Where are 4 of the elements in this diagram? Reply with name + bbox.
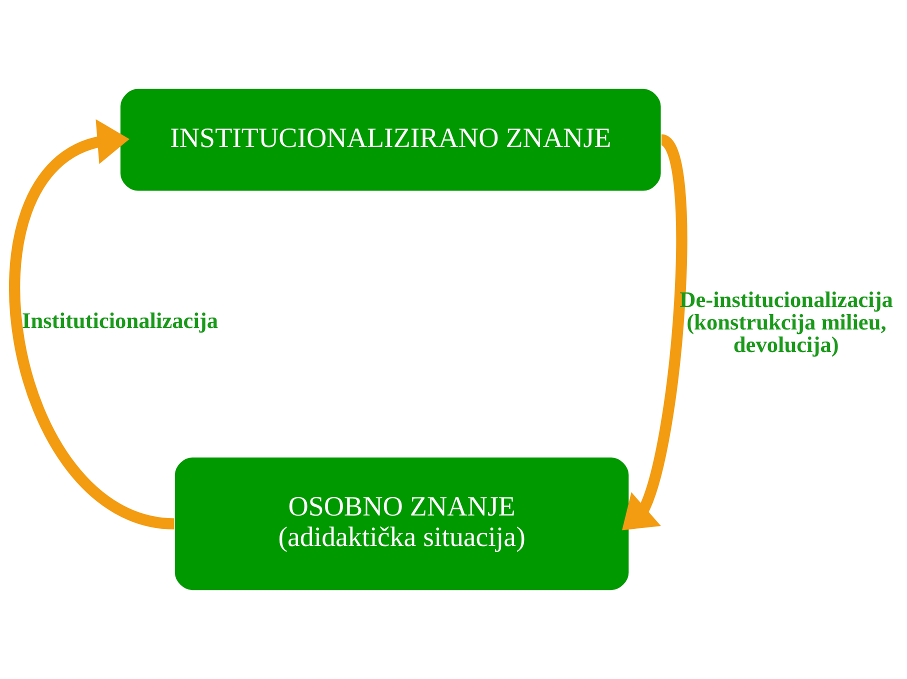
arrow — [9, 119, 176, 530]
node-box: INSTITUCIONALIZIRANO ZNANJE — [120, 88, 661, 191]
node-box: OSOBNO ZNANJE (adidaktička situacija) — [174, 457, 629, 590]
edge-label: Instituticionalizacija — [22, 308, 218, 334]
